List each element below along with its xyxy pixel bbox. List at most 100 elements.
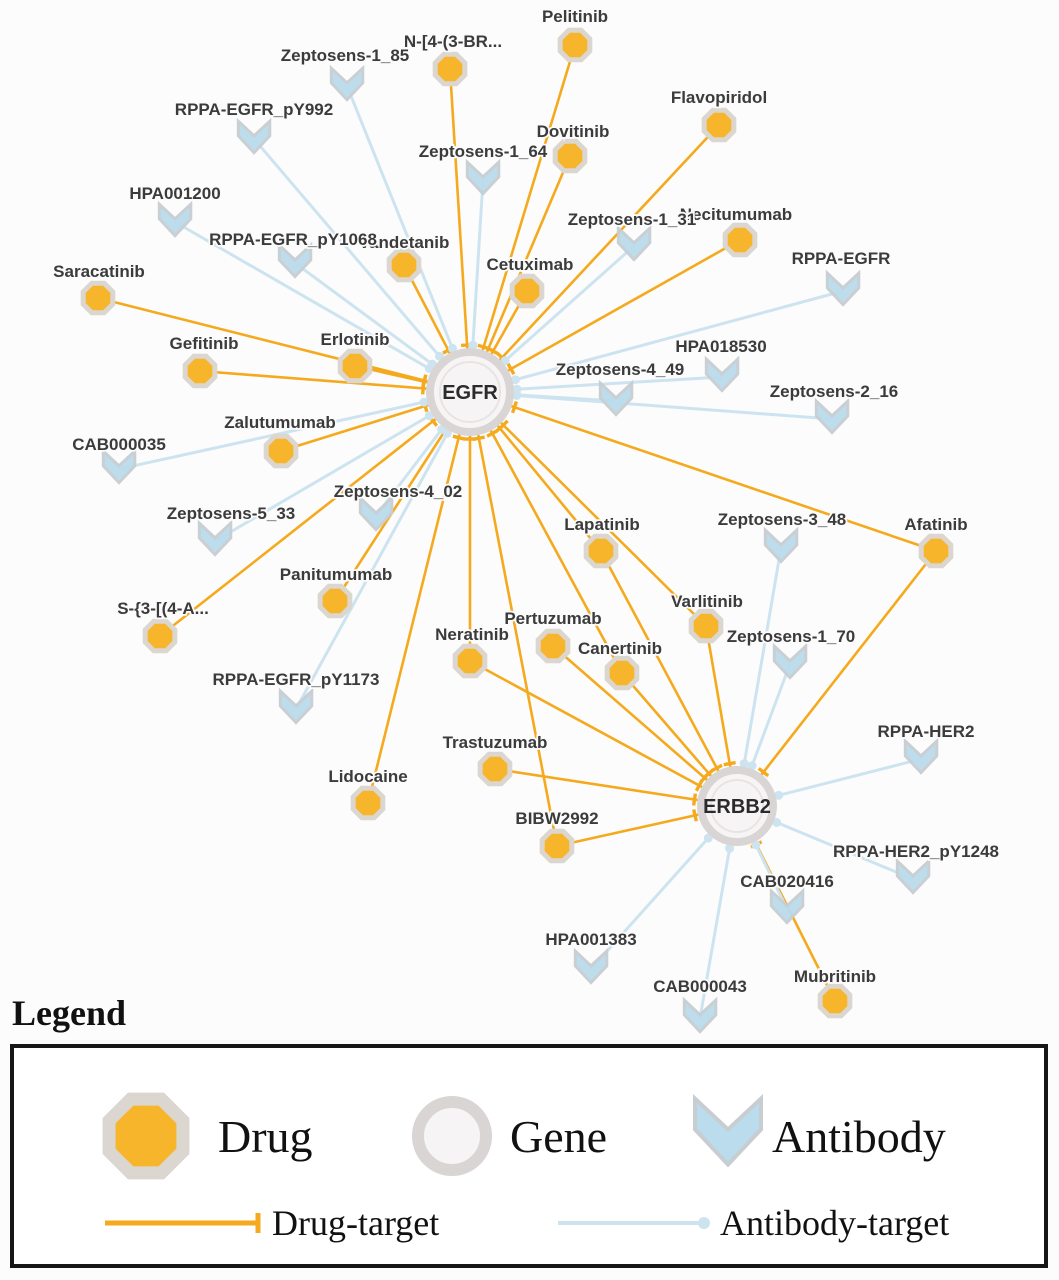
drug-node bbox=[432, 51, 468, 87]
antibody-node bbox=[157, 200, 193, 238]
drug-edge-tee bbox=[723, 760, 736, 767]
antibody-label: Zeptosens-1_64 bbox=[419, 142, 548, 161]
antibody-edge-dot bbox=[747, 761, 757, 771]
drug-edge-tee bbox=[486, 428, 499, 438]
gene-legend-icon bbox=[412, 1096, 492, 1176]
antibody-target-edge bbox=[118, 390, 471, 471]
drug-target-edge bbox=[599, 550, 739, 807]
antibody-target-edge bbox=[469, 390, 833, 421]
antibody-label: CAB020416 bbox=[740, 872, 834, 891]
drug-node bbox=[688, 608, 724, 644]
antibody-target-edge bbox=[174, 220, 471, 394]
antibody-target-edge bbox=[345, 85, 472, 393]
legend-antibody-label: Antibody bbox=[772, 1111, 946, 1162]
drug-node bbox=[722, 222, 758, 258]
drug-node bbox=[604, 655, 640, 691]
antibody-node bbox=[329, 64, 365, 102]
drug-node bbox=[80, 280, 116, 316]
drug-label: Lidocaine bbox=[328, 767, 407, 786]
antibody-node bbox=[682, 996, 718, 1034]
drug-node bbox=[337, 348, 373, 384]
drug-label: N-[4-(3-BR... bbox=[404, 32, 502, 51]
antibody-node bbox=[895, 857, 931, 895]
antibody-edge-dot bbox=[772, 817, 782, 827]
antibody-node bbox=[903, 737, 939, 775]
antibody-node bbox=[763, 526, 799, 564]
antibody-edge-dot bbox=[419, 397, 429, 407]
legend-title: Legend bbox=[12, 993, 127, 1033]
antibody-label: Zeptosens-4_02 bbox=[334, 482, 463, 501]
antibody-target-edge bbox=[469, 289, 844, 394]
drug-node bbox=[817, 983, 853, 1019]
drug-node bbox=[182, 353, 218, 389]
drug-label: Varlitinib bbox=[671, 592, 743, 611]
drug-label: Neratinib bbox=[435, 625, 509, 644]
drug-node bbox=[701, 107, 737, 143]
antibody-label: Zeptosens-1_70 bbox=[727, 627, 856, 646]
antibody-node bbox=[197, 519, 233, 557]
antibody-node bbox=[358, 494, 394, 532]
antibody-label: Zeptosens-4_49 bbox=[556, 360, 685, 379]
drug-label: Gefitinib bbox=[170, 334, 239, 353]
legend-gene-label: Gene bbox=[510, 1111, 607, 1162]
drug-target-edge bbox=[468, 391, 559, 847]
drug-node bbox=[386, 247, 422, 283]
gene-node-inner-ring bbox=[439, 361, 501, 423]
antibody-node bbox=[236, 117, 272, 155]
drug-edge-tee bbox=[487, 346, 500, 356]
drug-node bbox=[317, 583, 353, 619]
antibody-edge-dot bbox=[468, 340, 478, 350]
antibody-node bbox=[598, 379, 634, 417]
antibody-node bbox=[277, 241, 313, 279]
drug-target-edge bbox=[199, 369, 471, 394]
gene-node-inner-ring bbox=[710, 779, 764, 833]
antibody-label: HPA001383 bbox=[545, 930, 636, 949]
antibody-label: RPPA-EGFR_pY992 bbox=[175, 100, 333, 119]
drug-label: Necitumumab bbox=[680, 205, 792, 224]
drug-target-edge bbox=[552, 645, 738, 807]
antibody-node bbox=[825, 269, 861, 307]
antibody-node bbox=[814, 397, 850, 435]
drug-edge-tee bbox=[510, 400, 519, 414]
antibody-label: HPA001200 bbox=[129, 184, 220, 203]
antibody-node bbox=[616, 224, 652, 262]
drug-label: Pertuzumab bbox=[504, 609, 601, 628]
drug-target-edge bbox=[469, 659, 738, 808]
antibody-legend-icon bbox=[693, 1093, 763, 1168]
antibody-node bbox=[465, 158, 501, 196]
drug-target-edge bbox=[469, 391, 707, 627]
antibody-target-edge bbox=[294, 391, 472, 710]
drug-target-edge bbox=[469, 124, 720, 393]
antibody-label: Zeptosens-1_31 bbox=[568, 210, 697, 229]
antibody-node bbox=[278, 687, 314, 725]
drug-label: Mubritinib bbox=[794, 967, 876, 986]
drug-edge-tee bbox=[452, 434, 465, 441]
drug-legend-icon bbox=[102, 1092, 190, 1180]
drug-target-edge bbox=[469, 390, 937, 553]
drug-node bbox=[918, 533, 954, 569]
legend-box: Drug Gene Antibody Drug-target Antibody-… bbox=[10, 1044, 1048, 1268]
drug-node bbox=[552, 138, 588, 174]
drug-target-edge bbox=[97, 296, 471, 394]
gene-label: EGFR bbox=[442, 382, 498, 404]
drug-target-edge bbox=[468, 391, 624, 674]
antibody-node bbox=[573, 947, 609, 985]
legend-drug-edge-label: Drug-target bbox=[272, 1203, 439, 1243]
node-layer bbox=[80, 27, 954, 1034]
drug-label: Afatinib bbox=[904, 515, 967, 534]
drug-target-edge bbox=[469, 238, 741, 394]
drug-target-edge bbox=[735, 550, 938, 807]
legend-antibody-edge-label: Antibody-target bbox=[720, 1203, 949, 1243]
antibody-label: Zeptosens-1_85 bbox=[281, 46, 410, 65]
antibody-label: CAB000035 bbox=[72, 435, 166, 454]
drug-label: Lapatinib bbox=[564, 515, 640, 534]
drug-node bbox=[539, 828, 575, 864]
label-layer: EGFRERBB2PelitinibN-[4-(3-BR...Dovitinib… bbox=[51, 5, 1000, 998]
drug-node bbox=[535, 628, 571, 664]
drug-label: Pelitinib bbox=[542, 7, 608, 26]
drug-edge-tee bbox=[699, 772, 710, 784]
drug-edge-tee bbox=[506, 362, 516, 376]
drug-label: Zalutumumab bbox=[224, 413, 335, 432]
antibody-node bbox=[704, 355, 740, 393]
antibody-node bbox=[769, 887, 805, 925]
